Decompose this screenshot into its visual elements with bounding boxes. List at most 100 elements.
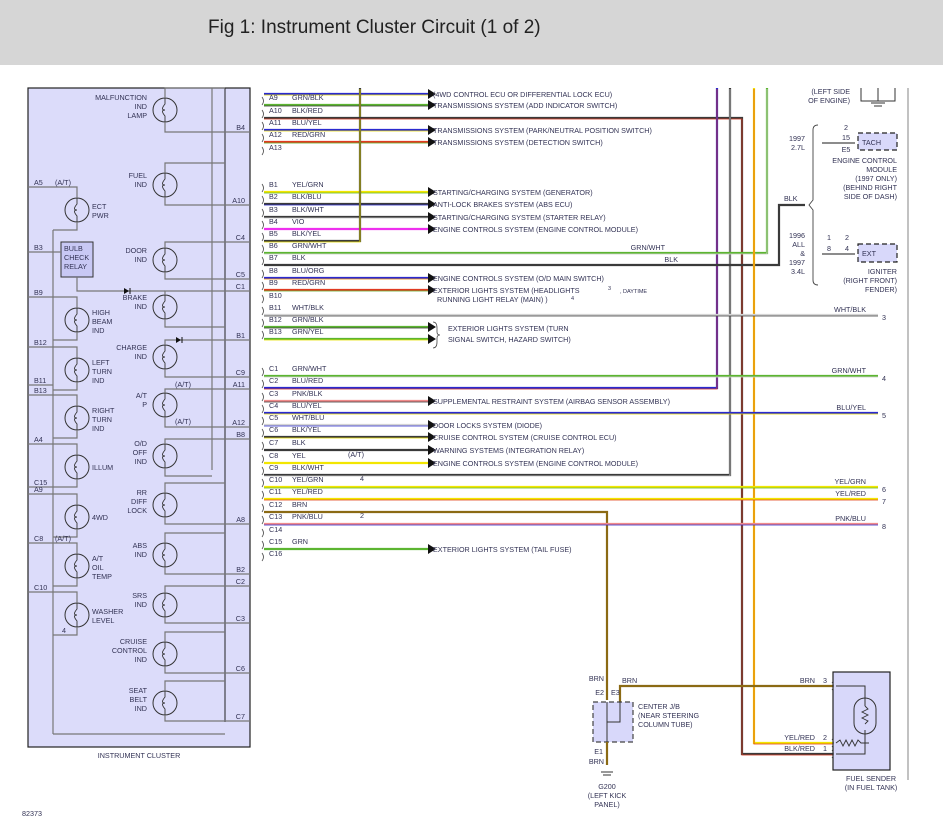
pin-number: 3 [823, 676, 827, 685]
wire-color-label: GRN/BLK [292, 315, 324, 324]
connector-pin-label: C12 [269, 500, 282, 509]
variant-label: 2.7L [791, 143, 805, 152]
fuel-sender-caption: FUEL SENDER [846, 774, 896, 783]
pin-number: 2 [844, 123, 848, 132]
igniter-box [857, 243, 898, 263]
lamp-wire [164, 567, 250, 575]
connector-terminal-icon [261, 269, 264, 279]
cluster-pin: A11 [233, 380, 245, 389]
lamp-label: OIL [92, 563, 104, 572]
lamp-wire [164, 468, 212, 477]
connector-pin-label: C1 [269, 364, 278, 373]
lamp-label: BELT [130, 695, 148, 704]
pin-number: 15 [842, 133, 850, 142]
wire-color-label: BRN [622, 676, 637, 685]
ecm-caption: SIDE OF DASH) [844, 192, 897, 201]
lamp-wire [164, 241, 250, 248]
lamp-label: MALFUNCTION [95, 93, 147, 102]
connector-pin-label: C8 [269, 451, 278, 460]
brace [432, 321, 441, 349]
wire-c12 [264, 510, 609, 700]
lamp-label: RIGHT [92, 406, 115, 415]
terminal-number: 7 [882, 497, 886, 506]
lamp-label: IND [135, 655, 147, 664]
wire-color-label: PNK/BLU [292, 512, 323, 521]
connector-terminal-icon [261, 146, 264, 156]
instrument-cluster-label: INSTRUMENT CLUSTER [98, 751, 181, 760]
filament-icon [162, 543, 166, 567]
wire-destination: TRANSMISSIONS SYSTEM (PARK/NEUTRAL POSIT… [433, 126, 652, 135]
lamp-label: P [142, 400, 147, 409]
lamp-wire [28, 542, 78, 554]
wire-color-label: WHT/BLK [834, 305, 866, 314]
arrow-icon [428, 322, 436, 332]
ground-caption: (LEFT SIDE [811, 87, 850, 96]
lamp-label: ABS [133, 541, 148, 550]
wire-destination: ENGINE CONTROLS SYSTEM (O/D MAIN SWITCH) [433, 274, 604, 283]
connector-terminal-icon [261, 404, 264, 414]
lamp-wire [164, 680, 225, 691]
connector-pin-label: B12 [269, 315, 282, 324]
sender-wire [836, 730, 866, 755]
wire-color-label: VIO [292, 217, 305, 226]
arrow-icon [428, 396, 436, 406]
variant-label: & [800, 249, 805, 258]
arrow-icon [428, 544, 436, 554]
filament-icon [74, 358, 78, 382]
connector-terminal-icon [261, 96, 264, 106]
lamp-label: IND [135, 600, 147, 609]
brace [808, 124, 819, 286]
lamp-label: 4WD [92, 513, 108, 522]
connector-terminal-icon [261, 208, 264, 218]
connector-terminal-icon [261, 466, 264, 476]
lamp-wire [164, 631, 225, 642]
lamp-label: RR [137, 488, 147, 497]
wire-color-label: BLK [664, 255, 678, 264]
connector-terminal-icon [261, 515, 264, 525]
connector-pin-label: C13 [269, 512, 282, 521]
connector-terminal-icon [261, 256, 264, 266]
pin-number: 2 [845, 233, 849, 242]
cluster-pin: C3 [236, 614, 245, 623]
lamp-wire [164, 339, 250, 345]
lamp-wire [164, 585, 250, 593]
lamp-label: LOCK [127, 506, 147, 515]
lamp-wire [164, 617, 250, 624]
wire-color-label: BLK/YEL [292, 229, 321, 238]
lamp-wire [28, 479, 78, 488]
wire-destination: DOOR LOCKS SYSTEM (DIODE) [433, 421, 542, 430]
wire-color-label: GRN/WHT [292, 364, 327, 373]
filament-icon [74, 603, 78, 627]
wire-color-label: BLK [784, 194, 798, 203]
wire-color-label: PNK/BLU [835, 514, 866, 523]
connector-terminal-icon [261, 478, 264, 488]
cluster-pin: A12 [232, 418, 245, 427]
wire-color-label: BRN [589, 757, 604, 766]
pin-number: 1 [827, 233, 831, 242]
filament-icon [162, 173, 166, 197]
wire-destination: TRANSMISSIONS SYSTEM (ADD INDICATOR SWIT… [433, 101, 617, 110]
lamp-wire [28, 296, 78, 308]
filament-icon [162, 393, 166, 417]
connector-terminal-icon [261, 552, 264, 562]
lamp-label: IND [135, 704, 147, 713]
cluster-pin: B2 [236, 565, 245, 574]
figure-header: Fig 1: Instrument Cluster Circuit (1 of … [0, 0, 943, 65]
ecm-caption: (BEHIND RIGHT [843, 183, 898, 192]
g200-caption: G200 [598, 782, 616, 791]
wire-color-label: YEL/GRN [292, 180, 324, 189]
lamp-label: DOOR [125, 246, 147, 255]
connector-pin-label: C10 [269, 475, 282, 484]
wire-color-label: BLK [292, 438, 306, 447]
cluster-pin: A10 [232, 196, 245, 205]
lamp-wire [164, 388, 250, 393]
wire-destination: , DAYTIME [620, 289, 647, 295]
connector-terminal-icon [261, 133, 264, 143]
lamp-label: IND [135, 352, 147, 361]
note: (A/T) [175, 417, 191, 426]
lamp-label: CHARGE [116, 343, 147, 352]
filament-icon [74, 455, 78, 479]
cluster-pin: C6 [236, 664, 245, 673]
wire-destination: STARTING/CHARGING SYSTEM (STARTER RELAY) [433, 213, 606, 222]
connector-pin-label: C2 [269, 376, 278, 385]
